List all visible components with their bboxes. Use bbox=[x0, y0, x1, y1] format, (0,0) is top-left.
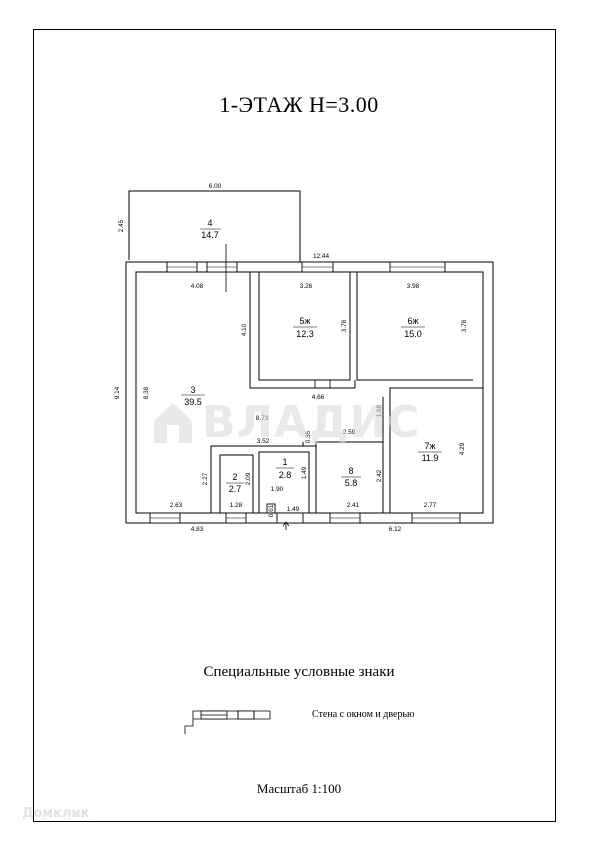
watermark-brand: ВЛАДИС bbox=[202, 396, 421, 448]
dim-terrace-width: 6.00 bbox=[209, 183, 222, 190]
terrace-outline bbox=[128, 190, 301, 262]
house-icon bbox=[150, 399, 196, 445]
dim-room8-height: 2.42 bbox=[376, 469, 383, 482]
dim-entry-149: 1.49 bbox=[287, 506, 300, 513]
dim-total-width: 12.44 bbox=[313, 253, 329, 260]
dim-hall-035: 0.35 bbox=[305, 430, 312, 443]
room-7-id: 7ж bbox=[424, 441, 435, 451]
room-2-id: 2 bbox=[232, 472, 237, 482]
dim-room3-inner: 8.73 bbox=[256, 415, 269, 422]
dim-room5-width: 3.26 bbox=[300, 283, 313, 290]
room-4-area: 14.7 bbox=[201, 230, 219, 240]
dim-room3-top: 4.08 bbox=[191, 283, 204, 290]
entry-door bbox=[276, 512, 304, 524]
dim-room8-bottom: 2.41 bbox=[347, 502, 360, 509]
room-1-area: 2.8 bbox=[279, 470, 292, 480]
watermark-domclick: Домклик bbox=[22, 806, 90, 821]
dim-room6-height: 3.78 bbox=[461, 319, 468, 332]
dim-room2-height: 2.27 bbox=[202, 472, 209, 485]
dim-wall-410: 4.10 bbox=[241, 323, 248, 336]
room-4-id: 4 bbox=[207, 218, 212, 228]
dim-room7-height: 4.29 bbox=[459, 442, 466, 455]
dim-room7-bottom: 2.77 bbox=[424, 502, 437, 509]
room-6-area: 15.0 bbox=[404, 329, 422, 339]
room-8-id: 8 bbox=[348, 466, 353, 476]
dim-bottom-right: 6.12 bbox=[389, 526, 402, 533]
room-5-id: 5ж bbox=[299, 316, 310, 326]
room-3-id: 3 bbox=[190, 385, 195, 395]
room-7-area: 11.9 bbox=[422, 453, 439, 463]
room-3-area: 39.5 bbox=[184, 397, 202, 407]
dim-corridor-168: 1.68 bbox=[376, 404, 383, 417]
room-2-area: 2.7 bbox=[229, 484, 242, 494]
room-1-id: 1 bbox=[282, 457, 287, 467]
dim-room2-inner: 2.09 bbox=[245, 472, 252, 485]
dim-corridor-width: 4.66 bbox=[312, 394, 325, 401]
dim-room1-width: 1.90 bbox=[271, 486, 284, 493]
room-8-area: 5.8 bbox=[345, 478, 358, 488]
legend-wall-symbol bbox=[184, 710, 271, 734]
room1-outline bbox=[258, 451, 310, 513]
dim-room8-top: 2.59 bbox=[343, 429, 356, 436]
legend-wall-label: Стена с окном и дверью bbox=[312, 709, 415, 720]
floor-title: 1-ЭТАЖ H=3.00 bbox=[219, 92, 379, 117]
dim-entry-061: 0.61 bbox=[268, 504, 275, 517]
room-5-area: 12.3 bbox=[296, 329, 314, 339]
drawing-frame bbox=[33, 29, 556, 822]
room-6-id: 6ж bbox=[407, 316, 418, 326]
watermark-vladis: ВЛАДИС bbox=[150, 396, 420, 448]
dim-total-depth: 9.14 bbox=[114, 386, 121, 399]
scale-label: Масштаб 1:100 bbox=[256, 781, 342, 796]
dim-room1-height: 1.49 bbox=[301, 466, 308, 479]
room2-outline bbox=[219, 454, 254, 513]
dim-hall-352: 3.52 bbox=[257, 438, 270, 445]
dim-room5-height: 3.78 bbox=[341, 319, 348, 332]
dim-bottom-left: 4.83 bbox=[191, 526, 204, 533]
dim-room6-width: 3.98 bbox=[407, 283, 420, 290]
room5-outline bbox=[258, 272, 351, 381]
legend-title: Специальные условные знаки bbox=[203, 664, 395, 680]
room6-outline bbox=[356, 272, 473, 381]
dim-terrace-depth: 2.45 bbox=[118, 219, 125, 232]
dim-room2-bottom: 1.28 bbox=[230, 502, 243, 509]
room7-outline bbox=[389, 387, 483, 513]
hall-outline bbox=[210, 445, 316, 513]
room8-outline bbox=[315, 441, 383, 513]
dim-room3-bottom: 2.63 bbox=[170, 502, 183, 509]
entry-arrow bbox=[282, 521, 290, 530]
dim-room3-height: 8.38 bbox=[143, 386, 150, 399]
wall-room3-right bbox=[249, 272, 355, 389]
entry-step bbox=[266, 503, 276, 514]
